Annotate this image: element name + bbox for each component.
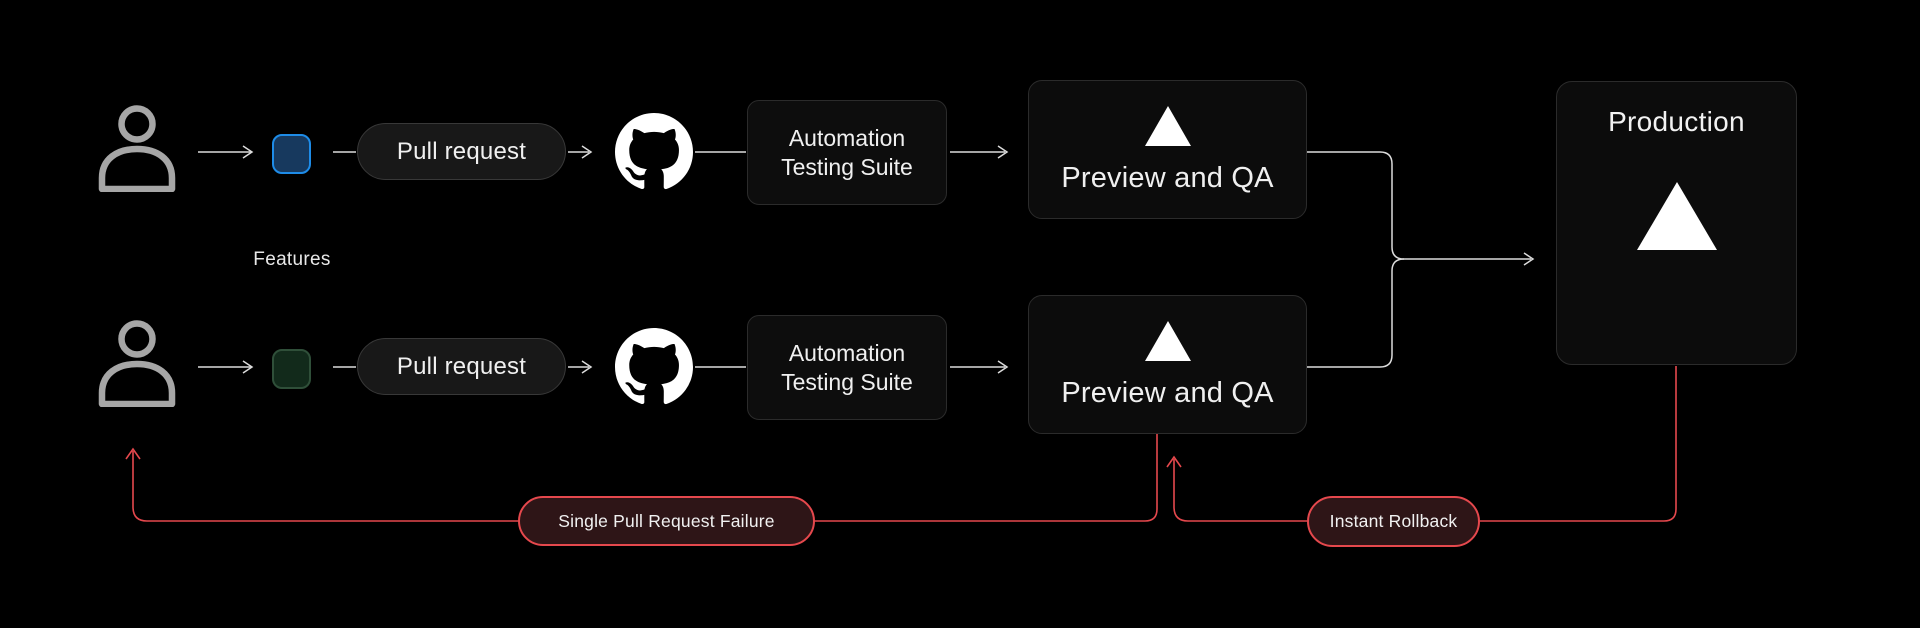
person-icon xyxy=(98,105,176,192)
pull-request-pill: Pull request xyxy=(357,338,566,395)
pull-request-label: Pull request xyxy=(396,137,527,165)
rollback-badge: Instant Rollback xyxy=(1307,496,1480,547)
merge-connector xyxy=(1307,151,1535,368)
feature-branch-node xyxy=(272,134,311,174)
failure-badge: Single Pull Request Failure xyxy=(518,496,815,546)
feature-branch-node xyxy=(272,349,311,389)
preview-qa-node: Preview and QA xyxy=(1028,295,1307,434)
preview-qa-node: Preview and QA xyxy=(1028,80,1307,219)
automation-testing-suite-label: Automation Testing Suite xyxy=(781,339,913,395)
github-icon xyxy=(615,113,693,190)
automation-testing-suite-node: Automation Testing Suite xyxy=(747,100,947,205)
row2-connectors xyxy=(198,360,1009,374)
production-node: Production xyxy=(1556,81,1797,365)
github-icon xyxy=(615,328,693,405)
pull-request-label: Pull request xyxy=(396,352,527,380)
vercel-triangle-icon xyxy=(1144,106,1191,146)
failure-badge-label: Single Pull Request Failure xyxy=(558,510,775,531)
rollback-badge-label: Instant Rollback xyxy=(1329,511,1458,531)
person-icon xyxy=(98,320,176,407)
preview-qa-label: Preview and QA xyxy=(1061,377,1274,409)
automation-testing-suite-label: Automation Testing Suite xyxy=(781,124,913,180)
vercel-triangle-icon xyxy=(1144,321,1191,361)
production-label: Production xyxy=(1608,106,1745,137)
features-label: Features xyxy=(253,249,331,270)
preview-qa-label: Preview and QA xyxy=(1061,162,1274,194)
pull-request-pill: Pull request xyxy=(357,123,566,180)
row1-connectors xyxy=(198,145,1009,159)
automation-testing-suite-node: Automation Testing Suite xyxy=(747,315,947,420)
vercel-triangle-icon xyxy=(1636,182,1717,250)
